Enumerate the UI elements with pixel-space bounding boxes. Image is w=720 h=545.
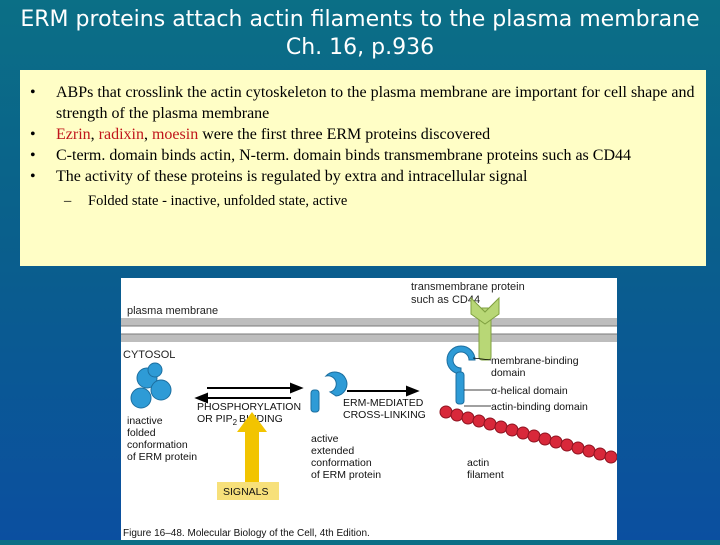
bullet-list: • ABPs that crosslink the actin cytoskel…: [30, 82, 700, 212]
active-erm-protein: [311, 372, 347, 412]
inactive-label-1: inactive: [127, 415, 163, 427]
dash-glyph: –: [64, 191, 71, 212]
figure-caption: Figure 16–48. Molecular Biology of the C…: [123, 528, 370, 539]
cd44-protein: [471, 298, 499, 360]
phosphorylation-label: PHOSPHORYLATION: [197, 401, 301, 413]
erm-diagram: plasma membrane CYTOSOL transmembrane pr…: [121, 278, 617, 540]
slide-title: ERM proteins attach actin filaments to t…: [0, 6, 720, 62]
cross-linking-label: CROSS-LINKING: [343, 409, 426, 421]
crosslinking-arrow: [347, 387, 417, 395]
bullet-glyph: •: [30, 166, 36, 187]
inactive-erm-protein: [131, 363, 171, 408]
helical-domain-label: α-helical domain: [491, 385, 568, 397]
separator: ,: [144, 126, 152, 143]
separator: ,: [91, 126, 99, 143]
bullet-glyph: •: [30, 145, 36, 166]
inactive-label-4: of ERM protein: [127, 451, 197, 463]
sub-bullet-item: – Folded state - inactive, unfolded stat…: [30, 191, 700, 212]
bullet-text: ABPs that crosslink the actin cytoskelet…: [56, 84, 694, 122]
bullet-item: • ABPs that crosslink the actin cytoskel…: [30, 82, 700, 124]
bullet-item: • C-term. domain binds actin, N-term. do…: [30, 145, 700, 166]
bullet-text: The activity of these proteins is regula…: [56, 168, 527, 185]
reversible-arrow: [197, 384, 301, 402]
moesin-term: moesin: [152, 126, 198, 143]
transmembrane-label-1: transmembrane protein: [411, 281, 525, 293]
erm-figure: plasma membrane CYTOSOL transmembrane pr…: [121, 278, 617, 540]
actin-filament: [440, 406, 617, 463]
radixin-term: radixin: [99, 126, 144, 143]
actin-binding-label: actin-binding domain: [491, 401, 588, 413]
ezrin-term: Ezrin: [56, 126, 91, 143]
erm-mediated-label: ERM-MEDIATED: [343, 397, 424, 409]
cytosol-label: CYTOSOL: [123, 349, 175, 361]
sub-bullet-text: Folded state - inactive, unfolded state,…: [88, 193, 347, 209]
bullet-glyph: •: [30, 82, 36, 103]
bullet-item: • The activity of these proteins is regu…: [30, 166, 700, 187]
plasma-membrane-label: plasma membrane: [127, 305, 218, 317]
bound-erm-protein: [447, 346, 475, 404]
membrane-binding-label-1: membrane-binding: [491, 355, 579, 367]
bullet-glyph: •: [30, 124, 36, 145]
active-label-4: of ERM protein: [311, 469, 381, 481]
bullet-item: • Ezrin, radixin, moesin were the first …: [30, 124, 700, 145]
bullet-panel: • ABPs that crosslink the actin cytoskel…: [20, 70, 706, 266]
transmembrane-label-2: such as CD44: [411, 294, 480, 306]
active-label-2: extended: [311, 445, 354, 457]
actin-label-1: actin: [467, 457, 489, 469]
active-label-1: active: [311, 433, 339, 445]
inactive-label-2: folded: [127, 427, 156, 439]
bullet-text: C-term. domain binds actin, N-term. doma…: [56, 147, 631, 164]
membrane-bottom-layer: [121, 334, 617, 342]
active-label-3: conformation: [311, 457, 372, 469]
actin-label-2: filament: [467, 469, 504, 481]
bullet-text: were the first three ERM proteins discov…: [198, 126, 490, 143]
membrane-top-layer: [121, 318, 617, 326]
signals-label: SIGNALS: [223, 486, 269, 498]
inactive-label-3: conformation: [127, 439, 188, 451]
membrane-binding-label-2: domain: [491, 367, 526, 379]
